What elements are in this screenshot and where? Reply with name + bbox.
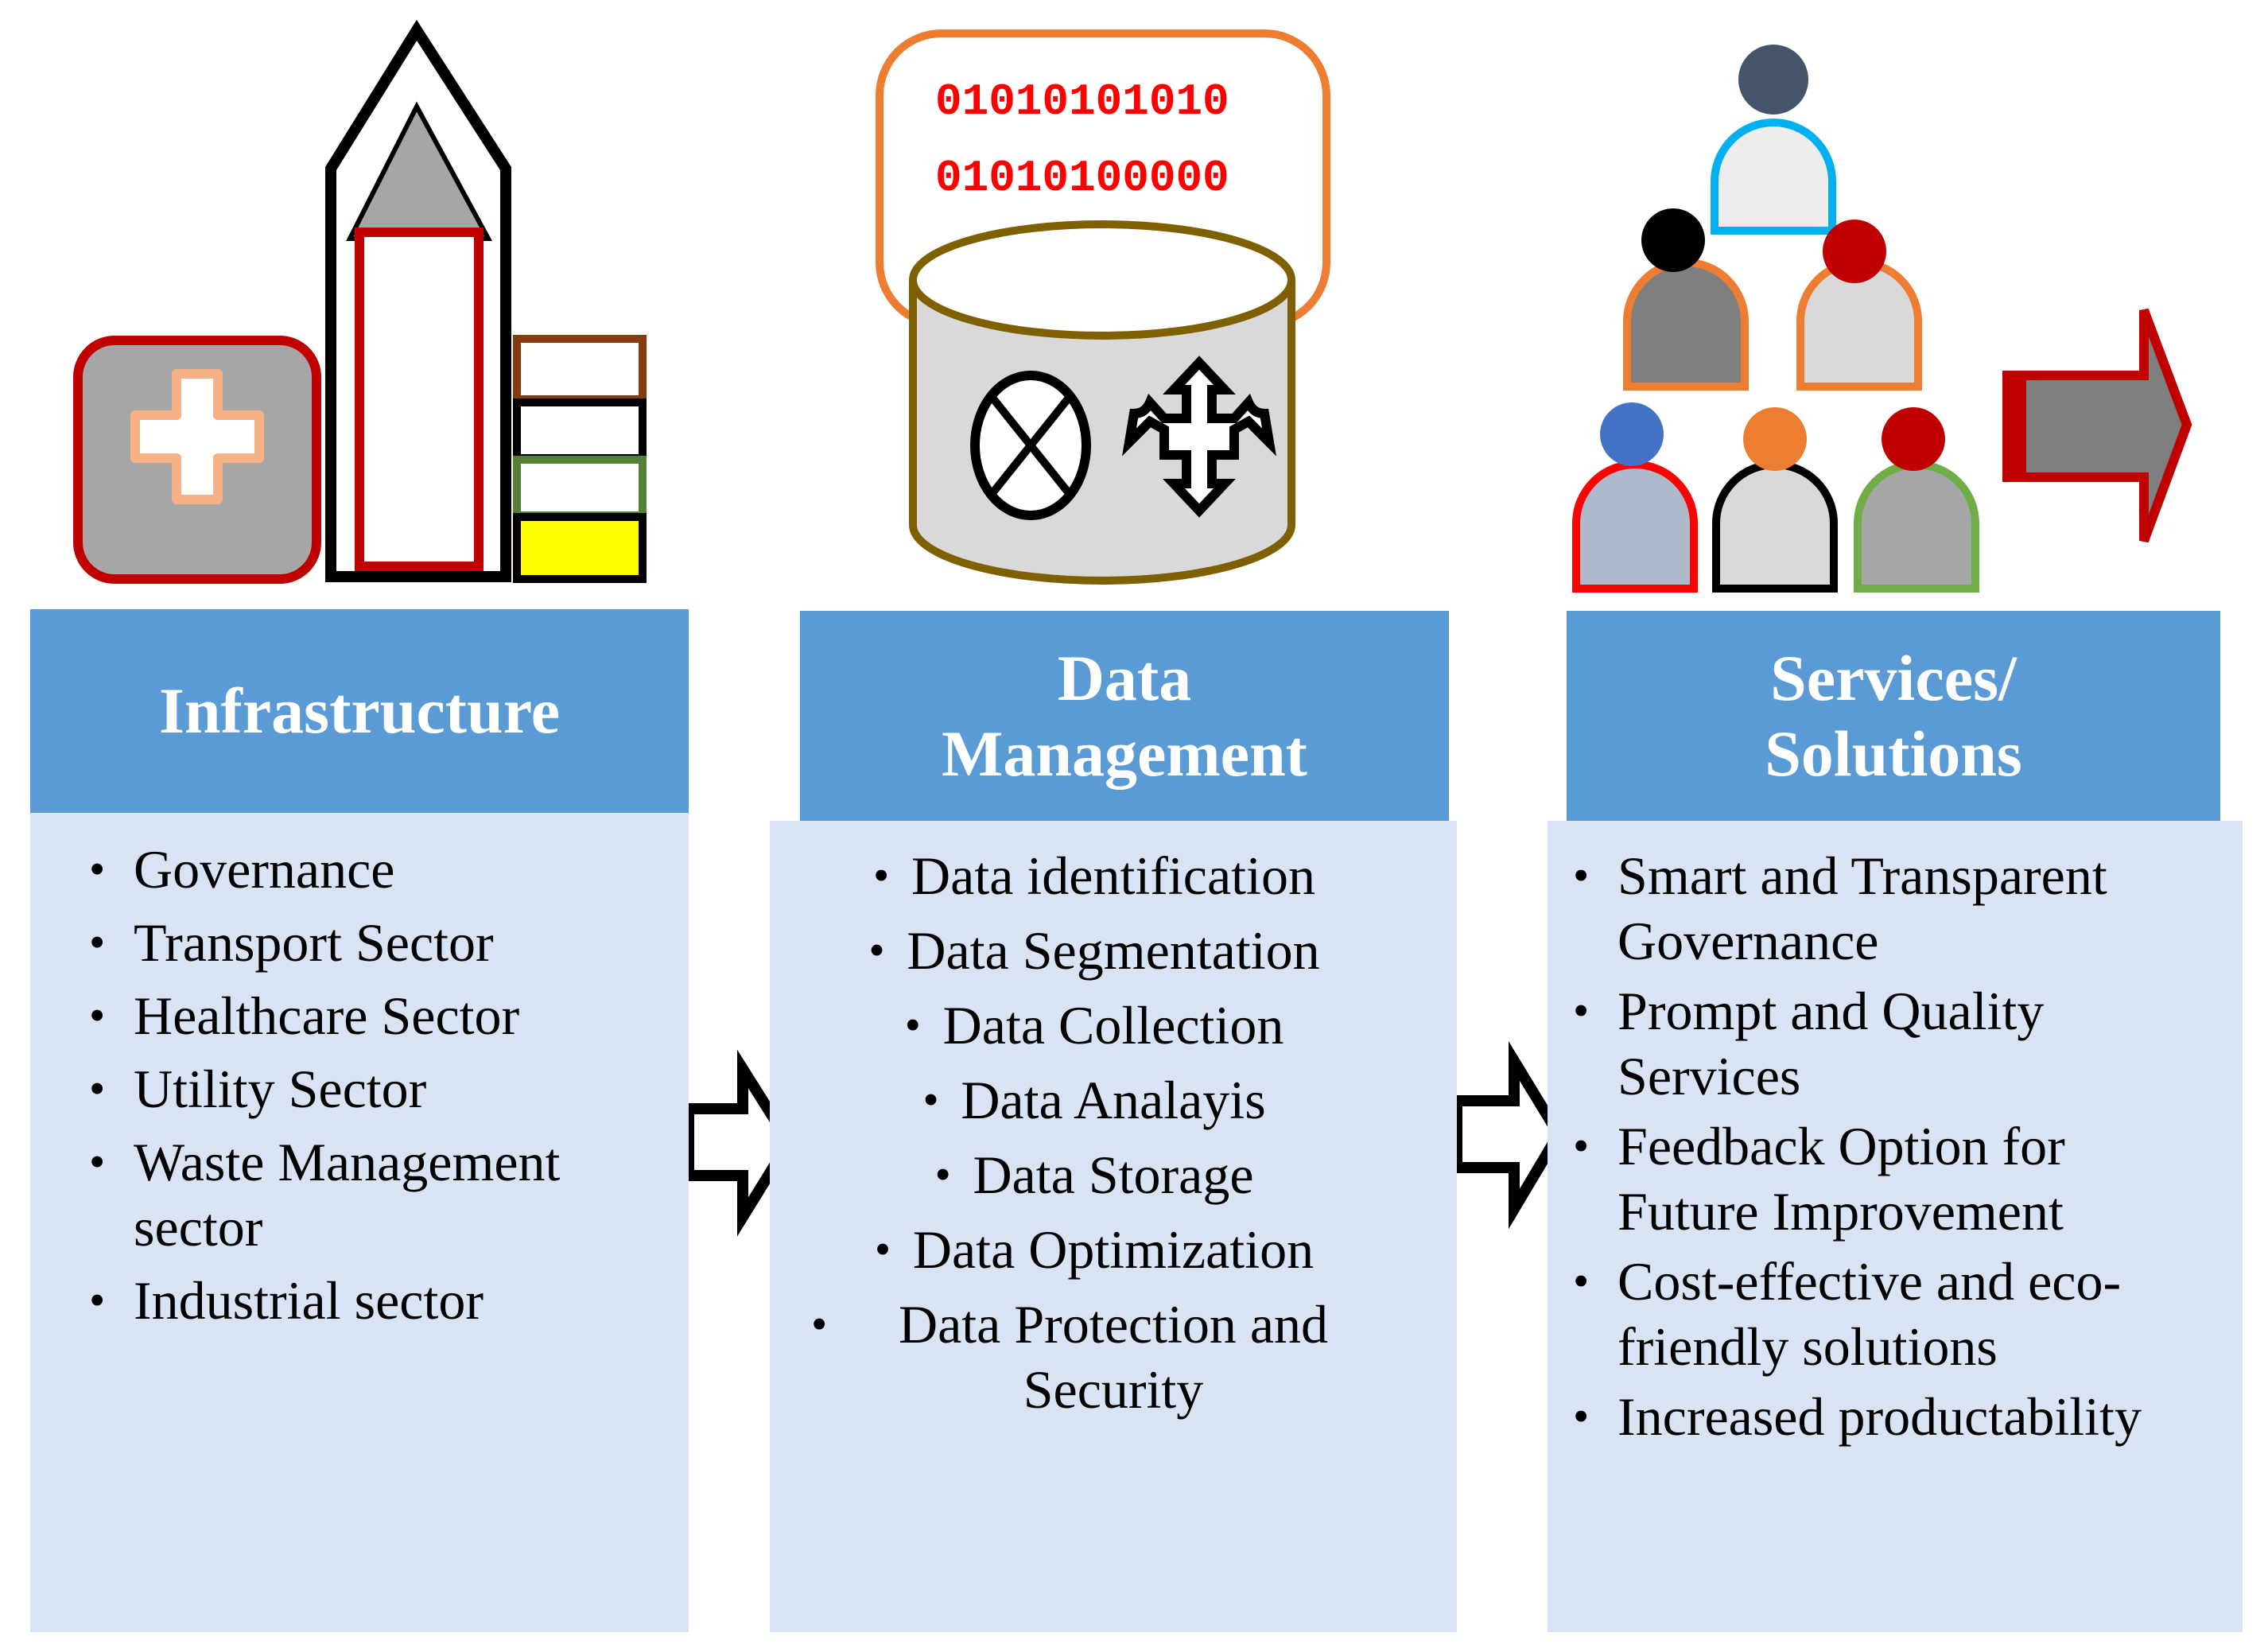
list-item: Data identification	[786, 843, 1441, 908]
list-item: Data Protection and Security	[786, 1292, 1441, 1422]
stacked-blocks-icon	[513, 335, 647, 583]
list-item: Data Analayis	[786, 1067, 1441, 1133]
list-item: Data Optimization	[786, 1217, 1441, 1282]
header-title-line: Data	[1057, 641, 1192, 714]
infrastructure-panel: Governance Transport Sector Healthcare S…	[30, 813, 689, 1632]
tower-icon	[325, 19, 511, 582]
list-item: Feedback Option for Future Improvement	[1573, 1114, 2219, 1244]
list-item: Cost-effective and eco-friendly solution…	[1573, 1249, 2219, 1379]
flow-arrow-icon	[1451, 1041, 1566, 1230]
hospital-icon	[73, 336, 321, 584]
header-title-line: Services/	[1770, 641, 2017, 714]
binary-line-1: 01010101010	[935, 76, 1229, 127]
services-solutions-header: Services/ Solutions	[1567, 611, 2220, 821]
binary-line-2: 01010100000	[935, 153, 1229, 204]
multiply-circle-icon	[970, 371, 1091, 520]
flow-arrow-icon	[683, 1049, 796, 1237]
data-management-list: Data identification Data Segmentation Da…	[786, 843, 1441, 1422]
infrastructure-header: Infrastructure	[30, 609, 689, 813]
header-title-line: Management	[941, 717, 1307, 790]
list-item: Utility Sector	[89, 1056, 657, 1121]
services-solutions-panel: Smart and Transparent Governance Prompt …	[1548, 821, 2243, 1632]
list-item: Data Collection	[786, 993, 1441, 1058]
list-item: Governance	[89, 837, 657, 902]
list-item: Healthcare Sector	[89, 983, 657, 1048]
forward-arrow-icon	[2002, 308, 2192, 543]
list-item: Industrial sector	[89, 1268, 657, 1333]
list-item: Data Storage	[786, 1142, 1441, 1207]
list-item: Prompt and Quality Services	[1573, 978, 2219, 1109]
list-item: Smart and Transparent Governance	[1573, 843, 2219, 974]
list-item: Transport Sector	[89, 910, 657, 975]
move-arrows-icon	[1122, 356, 1276, 518]
database-icon	[909, 220, 1295, 585]
data-management-panel: Data identification Data Segmentation Da…	[770, 821, 1457, 1632]
list-item: Increased productability	[1573, 1384, 2219, 1449]
list-item: Waste Management sector	[89, 1129, 657, 1260]
infrastructure-list: Governance Transport Sector Healthcare S…	[89, 837, 657, 1333]
header-title-line: Solutions	[1765, 717, 2022, 790]
data-management-header: Data Management	[800, 611, 1449, 821]
people-group-icon	[1572, 45, 1979, 593]
list-item: Data Segmentation	[786, 918, 1441, 983]
services-solutions-list: Smart and Transparent Governance Prompt …	[1573, 843, 2219, 1449]
header-title-line: Infrastructure	[158, 674, 561, 748]
